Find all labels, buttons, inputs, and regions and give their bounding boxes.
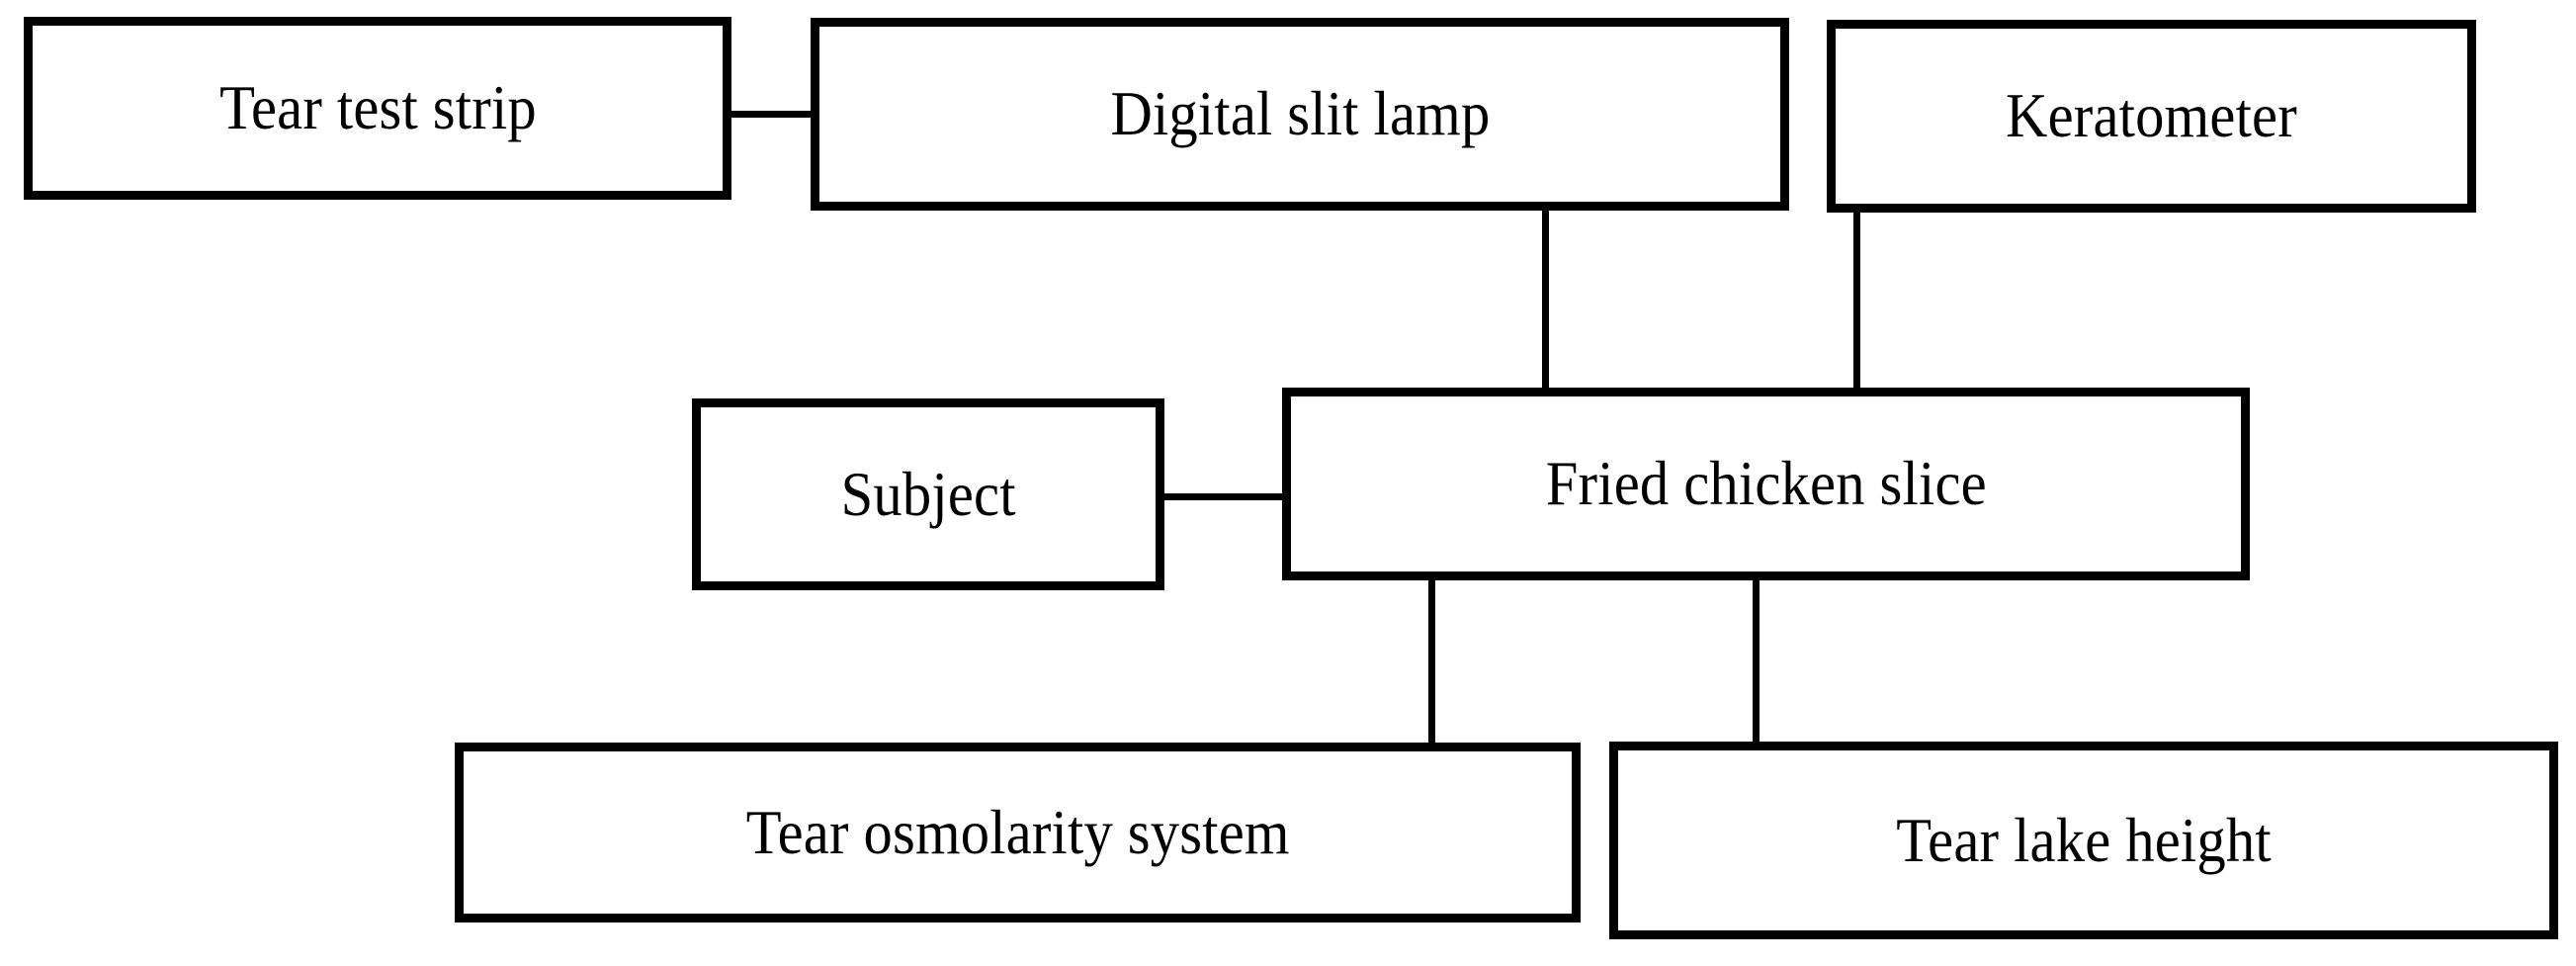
node-tear-test-strip[interactable]: Tear test strip [24,17,731,200]
edge-tear-test-strip-to-digital-slit-lamp [727,111,816,118]
node-label-digital-slit-lamp: Digital slit lamp [1110,79,1490,149]
node-label-subject: Subject [840,459,1016,529]
node-label-keratometer: Keratometer [2006,81,2297,151]
node-label-fried-chicken-slice: Fried chicken slice [1545,449,1987,519]
edge-fried-chicken-slice-to-tear-lake-height [1753,575,1760,747]
node-tear-lake-height[interactable]: Tear lake height [1609,742,2558,939]
node-label-tear-osmolarity-system: Tear osmolarity system [745,797,1290,867]
node-keratometer[interactable]: Keratometer [1827,20,2476,213]
edge-keratometer-to-fried-chicken-slice [1853,208,1860,394]
node-tear-osmolarity-system[interactable]: Tear osmolarity system [455,743,1581,922]
node-digital-slit-lamp[interactable]: Digital slit lamp [811,18,1789,211]
node-fried-chicken-slice[interactable]: Fried chicken slice [1282,388,2250,580]
edge-fried-chicken-slice-to-tear-osmolarity-system [1428,575,1435,748]
edge-subject-to-fried-chicken-slice [1159,493,1288,500]
edge-digital-slit-lamp-to-fried-chicken-slice [1542,206,1549,394]
node-label-tear-test-strip: Tear test strip [218,73,537,143]
node-subject[interactable]: Subject [692,398,1164,590]
node-label-tear-lake-height: Tear lake height [1896,805,2272,875]
